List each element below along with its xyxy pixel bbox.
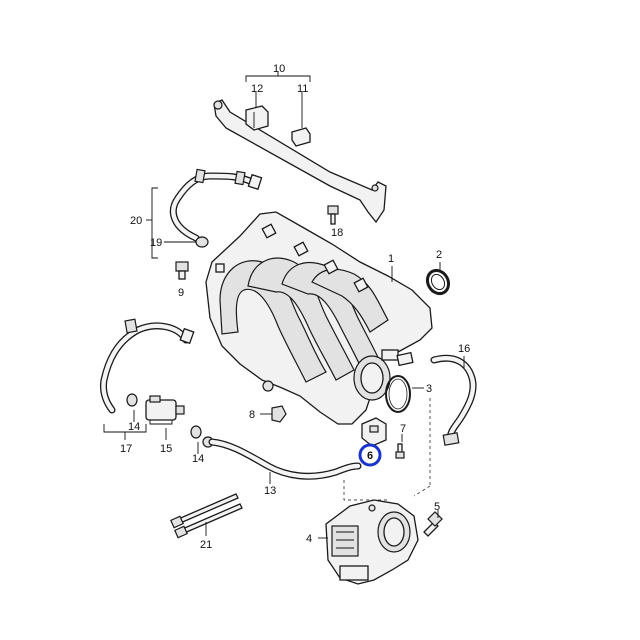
vacuum-hose-20 (170, 168, 263, 242)
label-7: 7 (400, 423, 406, 435)
clip-part-12 (245, 105, 269, 131)
label-19: 19 (150, 237, 162, 249)
label-17: 17 (120, 443, 132, 455)
o-ring-2 (425, 268, 451, 296)
label-14b: 14 (192, 453, 204, 465)
throttle-body-4 (325, 499, 419, 585)
bolt-8 (271, 405, 287, 423)
bolt-7 (395, 443, 405, 459)
label-6: 6 (367, 450, 373, 462)
label-15: 15 (160, 443, 172, 455)
bracket-rail (213, 99, 387, 224)
label-4: 4 (306, 533, 312, 545)
clamp-19 (195, 236, 209, 248)
label-5: 5 (434, 501, 440, 513)
intake-manifold-1 (205, 211, 433, 425)
label-20: 20 (130, 215, 142, 227)
valve-15 (145, 395, 185, 425)
label-10: 10 (273, 63, 285, 75)
label-11: 11 (297, 83, 308, 95)
label-13: 13 (264, 485, 276, 497)
breather-hose-16 (396, 351, 477, 446)
label-14a: 14 (128, 421, 140, 433)
clip-part-11 (291, 127, 311, 147)
label-16: 16 (458, 343, 470, 355)
label-1: 1 (388, 253, 394, 265)
label-3: 3 (426, 383, 432, 395)
bolt-18 (327, 205, 339, 225)
label-21: 21 (200, 539, 212, 551)
clamp-14a (126, 393, 138, 407)
part-6-sensor (361, 417, 387, 447)
vacuum-hose-17 (100, 318, 195, 414)
label-12: 12 (251, 83, 263, 95)
bolt-9 (175, 261, 189, 280)
label-9: 9 (178, 287, 184, 299)
bolt-5 (423, 511, 443, 537)
label-18: 18 (331, 227, 343, 239)
vacuum-hose-13 (208, 438, 362, 480)
seal-3 (385, 375, 411, 413)
label-8: 8 (249, 409, 255, 421)
label-2: 2 (436, 249, 442, 261)
cable-ties-21 (170, 493, 243, 539)
highlight-ring-6 (358, 443, 382, 467)
